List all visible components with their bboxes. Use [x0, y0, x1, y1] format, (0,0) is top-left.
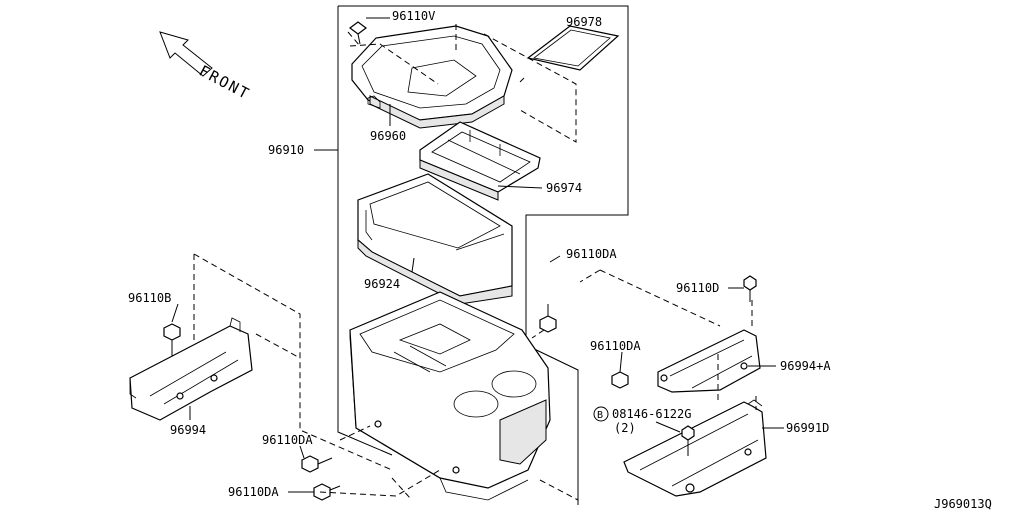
- reference-code: J969013Q: [934, 497, 992, 511]
- callout-96110b: 96110B: [128, 291, 171, 305]
- lower-bracket-96991d: [623, 399, 767, 497]
- bolt-08146-icon: [681, 425, 695, 456]
- callout-96110da-mid: 96110DA: [590, 339, 641, 353]
- callout-labels: 96110V 96978 96960 96910 96974 96924 961…: [128, 9, 992, 511]
- left-bracket-96994: [129, 317, 253, 421]
- callout-96110d: 96110D: [676, 281, 719, 295]
- dashed-alignment-lines: [193, 24, 757, 501]
- callout-96110da-bottom: 96110DA: [228, 485, 279, 499]
- right-bracket-96994a: [657, 329, 761, 393]
- callout-96974: 96974: [546, 181, 582, 195]
- callout-96110da-low: 96110DA: [262, 433, 313, 447]
- screw-96110da-top-icon: [539, 304, 557, 333]
- screw-96110da-bottom-icon: [313, 483, 341, 501]
- callout-08146-marker: B: [597, 410, 603, 421]
- callout-96924: 96924: [364, 277, 400, 291]
- callout-96994a: 96994+A: [780, 359, 831, 373]
- bolt-96110d-icon: [743, 275, 757, 302]
- storage-tray-96924: [357, 173, 513, 305]
- console-body: [349, 291, 551, 501]
- callout-08146: 08146-6122G: [612, 407, 691, 421]
- callout-96910: 96910: [268, 143, 304, 157]
- callout-08146-qty: (2): [614, 421, 636, 435]
- front-arrow-icon: [159, 31, 213, 77]
- screw-96110da-mid-icon: [611, 371, 629, 389]
- callout-96994: 96994: [170, 423, 206, 437]
- callout-96960: 96960: [370, 129, 406, 143]
- assembly-outline: [314, 5, 629, 505]
- callout-marker-circle: [593, 406, 609, 422]
- callout-96991d: 96991D: [786, 421, 829, 435]
- bolt-96110b-icon: [163, 323, 181, 356]
- pad-96978: [526, 25, 620, 71]
- armrest-lid: [351, 25, 513, 129]
- callout-96110da-top: 96110DA: [566, 247, 617, 261]
- hinge-bracket-96974: [419, 121, 541, 201]
- callout-96978: 96978: [566, 15, 602, 29]
- front-label: FRONT: [196, 62, 253, 104]
- leader-lines: [171, 17, 784, 493]
- callout-96110v: 96110V: [392, 9, 435, 23]
- screw-96110v-icon: [349, 21, 367, 45]
- screw-96110da-low-icon: [301, 455, 333, 473]
